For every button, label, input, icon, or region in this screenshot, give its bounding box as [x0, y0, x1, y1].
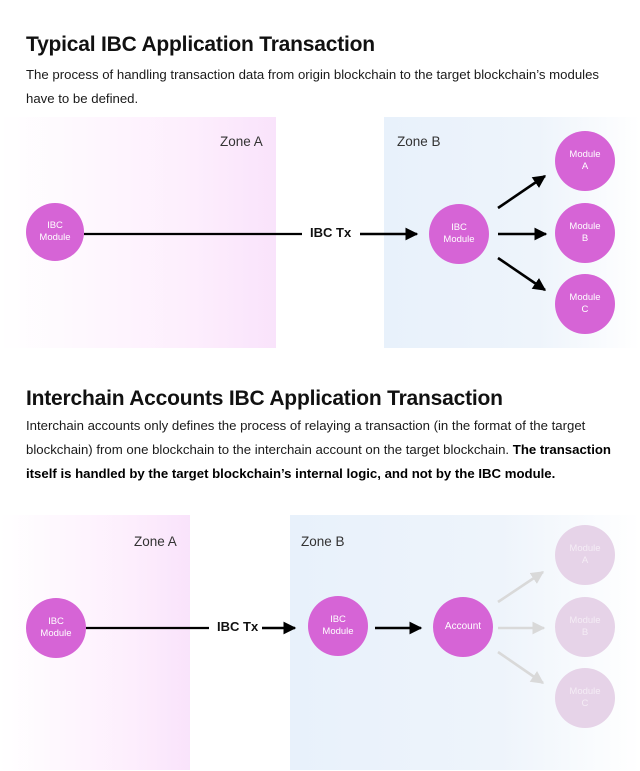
faded-arrow-to-module-a — [497, 570, 545, 604]
module-a: Module A — [555, 131, 615, 191]
module-b: Module B — [555, 203, 615, 263]
ibc-tx-label: IBC Tx — [307, 225, 355, 240]
source-ibc-module: IBC Module — [26, 203, 84, 261]
zone-a-label: Zone A — [134, 534, 177, 549]
section1-title: Typical IBC Application Transaction — [26, 33, 375, 56]
account-node: Account — [433, 597, 493, 657]
arrow-to-module-c — [497, 256, 547, 292]
ibc-tx-label: IBC Tx — [214, 619, 262, 634]
target-ibc-module: IBC Module — [308, 596, 368, 656]
section2-description: Interchain accounts only defines the pro… — [26, 414, 626, 486]
faded-module-c: Module C — [555, 668, 615, 728]
source-ibc-module: IBC Module — [26, 598, 86, 658]
zone-b-label: Zone B — [397, 134, 441, 149]
arrow-to-module-a — [497, 174, 547, 210]
module-c: Module C — [555, 274, 615, 334]
section2-description-bold: The transaction itself is handled by the… — [26, 442, 611, 481]
faded-module-a: Module A — [555, 525, 615, 585]
section1-description: The process of handling transaction data… — [26, 67, 600, 106]
zone-a-label: Zone A — [220, 134, 263, 149]
section2-title: Interchain Accounts IBC Application Tran… — [26, 387, 503, 410]
section2-description-text: Interchain accounts only defines the pro… — [26, 418, 586, 457]
faded-module-b: Module B — [555, 597, 615, 657]
faded-arrow-to-module-c — [497, 650, 545, 685]
target-ibc-module: IBC Module — [429, 204, 489, 264]
zone-b-label: Zone B — [301, 534, 345, 549]
